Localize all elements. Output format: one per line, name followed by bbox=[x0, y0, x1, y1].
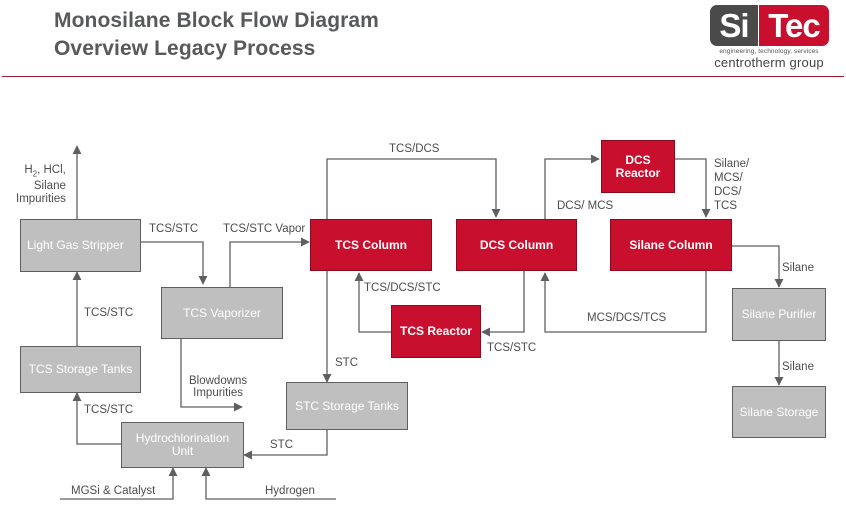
stream-label-dcs-mcs: DCS/ MCS bbox=[557, 200, 614, 212]
block-label: TCS Column bbox=[335, 237, 407, 252]
sitec-logo: Si Tec engineering, technology, services… bbox=[707, 4, 831, 70]
block-label: Silane Storage bbox=[739, 404, 819, 419]
block-label: TCS Storage Tanks bbox=[28, 362, 133, 376]
block-stc-storage-tanks[interactable]: STC Storage Tanks bbox=[286, 382, 408, 430]
block-tcs-vaporizer[interactable]: TCS Vaporizer bbox=[161, 287, 283, 339]
stream-label-tcs-stc-vapor: TCS/STC Vapor bbox=[223, 223, 306, 235]
logo-si: Si bbox=[710, 5, 758, 46]
dcs-column-to-tcs-reactor-arrow bbox=[481, 271, 525, 337]
block-label: Silane Column bbox=[629, 237, 713, 252]
block-silane-purifier[interactable]: Silane Purifier bbox=[732, 288, 826, 341]
dcs-column-to-reactor-arrow bbox=[544, 154, 600, 219]
block-dcs-reactor[interactable]: DCS Reactor bbox=[601, 140, 675, 193]
block-label: STC Storage Tanks bbox=[295, 398, 399, 413]
stream-label-tcs-dcs: TCS/DCS bbox=[389, 143, 440, 155]
block-label: Light Gas Stripper bbox=[27, 238, 124, 252]
stream-label-silane-to-purifier: Silane bbox=[782, 262, 814, 274]
block-light-gas-stripper[interactable]: Light Gas Stripper bbox=[20, 219, 141, 272]
block-tcs-reactor[interactable]: TCS Reactor bbox=[391, 305, 481, 358]
title-line-1: Monosilane Block Flow Diagram bbox=[54, 9, 379, 32]
stripper-to-vaporizer-arrow bbox=[141, 241, 208, 285]
block-tcs-column[interactable]: TCS Column bbox=[310, 219, 432, 271]
block-label: Silane Purifier bbox=[741, 307, 817, 321]
hydro-to-tcs-storage-arrow bbox=[72, 392, 121, 445]
stream-label-mcs-dcs-tcs: MCS/DCS/TCS bbox=[587, 312, 667, 324]
block-label-line-1: Hydrochlorination bbox=[135, 431, 230, 445]
block-hydrochlorination-unit[interactable]: Hydrochlorination Unit bbox=[121, 422, 244, 468]
vent-stream-label: H2, HCl, Silane Impurities bbox=[16, 164, 66, 206]
stream-label-storage-to-stripper: TCS/STC bbox=[84, 307, 134, 319]
title-line-2: Overview Legacy Process bbox=[54, 37, 316, 60]
diagram-title: Monosilane Block Flow Diagram Overview L… bbox=[54, 7, 379, 63]
vaporizer-to-tcs-column-arrow bbox=[229, 237, 310, 287]
silane-recycle-arrow bbox=[540, 271, 707, 333]
block-dcs-column[interactable]: DCS Column bbox=[456, 219, 577, 271]
block-label-line-1: DCS bbox=[625, 152, 651, 167]
stream-label-dcs-reactor-out: Silane/ MCS/ DCS/ TCS bbox=[714, 158, 750, 212]
logo-tec: Tec bbox=[759, 5, 829, 46]
block-label: TCS Vaporizer bbox=[183, 305, 261, 320]
stream-label-mgsi-catalyst: MGSi & Catalyst bbox=[71, 485, 156, 497]
stream-label-hydrogen: Hydrogen bbox=[265, 485, 315, 497]
stream-label-stc-down: STC bbox=[335, 357, 358, 369]
tcs-reactor-to-tcs-column-arrow bbox=[354, 272, 391, 333]
tcs-to-dcs-column-arrow bbox=[326, 158, 501, 219]
block-silane-storage[interactable]: Silane Storage bbox=[732, 386, 826, 438]
silane-to-purifier-arrow bbox=[732, 245, 784, 288]
block-label: DCS Column bbox=[479, 237, 554, 252]
stream-label-stripper-to-vaporizer: TCS/STC bbox=[149, 223, 199, 235]
stream-label-tcs-stc-to-reactor: TCS/STC bbox=[487, 342, 537, 354]
logo-group: centrotherm group bbox=[714, 55, 824, 70]
block-label-line-2: Unit bbox=[171, 444, 194, 458]
block-label-line-2: Reactor bbox=[615, 165, 661, 180]
block-label: TCS Reactor bbox=[399, 324, 473, 338]
logo-tagline: engineering, technology, services bbox=[719, 48, 819, 55]
dcs-reactor-to-silane-column-arrow bbox=[675, 158, 711, 218]
stream-label-silane-to-storage: Silane bbox=[782, 361, 814, 373]
stc-storage-to-hydro-arrow bbox=[243, 430, 328, 460]
block-tcs-storage-tanks[interactable]: TCS Storage Tanks bbox=[20, 346, 141, 393]
stream-label-blowdowns: Blowdowns Impurities bbox=[189, 375, 248, 399]
stream-label-tcs-dcs-stc: TCS/DCS/STC bbox=[364, 282, 441, 294]
blowdowns-arrow bbox=[180, 339, 243, 412]
mgsi-feed-arrow bbox=[60, 467, 178, 500]
hydrogen-feed-arrow bbox=[201, 467, 336, 500]
header-divider bbox=[2, 76, 844, 77]
block-silane-column[interactable]: Silane Column bbox=[610, 219, 732, 271]
stream-label-stc-to-hydro: STC bbox=[270, 439, 293, 451]
stream-label-hydro-to-storage: TCS/STC bbox=[84, 404, 134, 416]
